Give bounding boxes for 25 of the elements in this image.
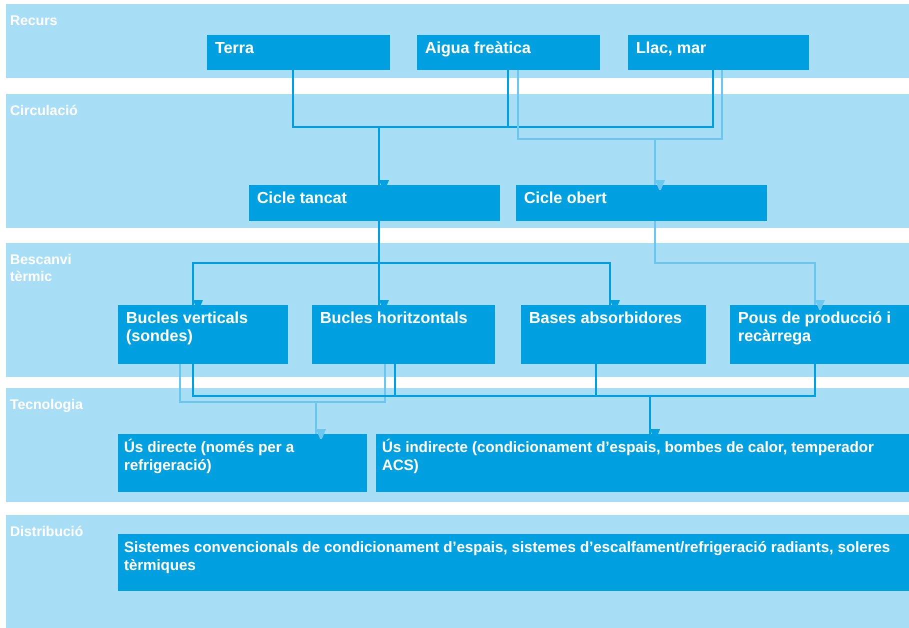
band-label: Bescanvi tèrmic [10, 251, 72, 285]
process-box: Llac, mar [628, 35, 809, 70]
connector-arrow [654, 70, 723, 192]
band-label: Recurs [10, 12, 58, 29]
band [6, 94, 909, 228]
process-box: Ús directe (només per a refrigeració) [118, 434, 367, 492]
process-box: Sistemes convencionals de condicionament d’espais, sistemes d’escalfament/refrigeració radiants, soleres tèrmiques [118, 534, 909, 591]
process-box: Bucles horitzontals [312, 305, 495, 364]
process-box: Pous de producció i recàrrega [730, 305, 909, 364]
process-box: Aigua freàtica [417, 35, 600, 70]
band [6, 4, 909, 78]
connector-arrow [654, 221, 825, 312]
process-box: Bucles verticals (sondes) [118, 305, 288, 364]
process-box: Ús indirecte (condicionament d’espais, bombes de calor, temperador ACS) [376, 434, 909, 492]
band [6, 388, 909, 502]
band-label: Tecnologia [10, 396, 84, 413]
process-box: Terra [207, 35, 390, 70]
process-box: Cicle tancat [249, 185, 500, 221]
band [6, 243, 909, 377]
band [6, 515, 909, 628]
band-label: Distribució [10, 523, 84, 540]
band-label: Circulació [10, 102, 79, 119]
connector-arrow [315, 364, 386, 441]
process-box: Cicle obert [516, 185, 767, 221]
process-box: Bases absorbidores [521, 305, 706, 364]
